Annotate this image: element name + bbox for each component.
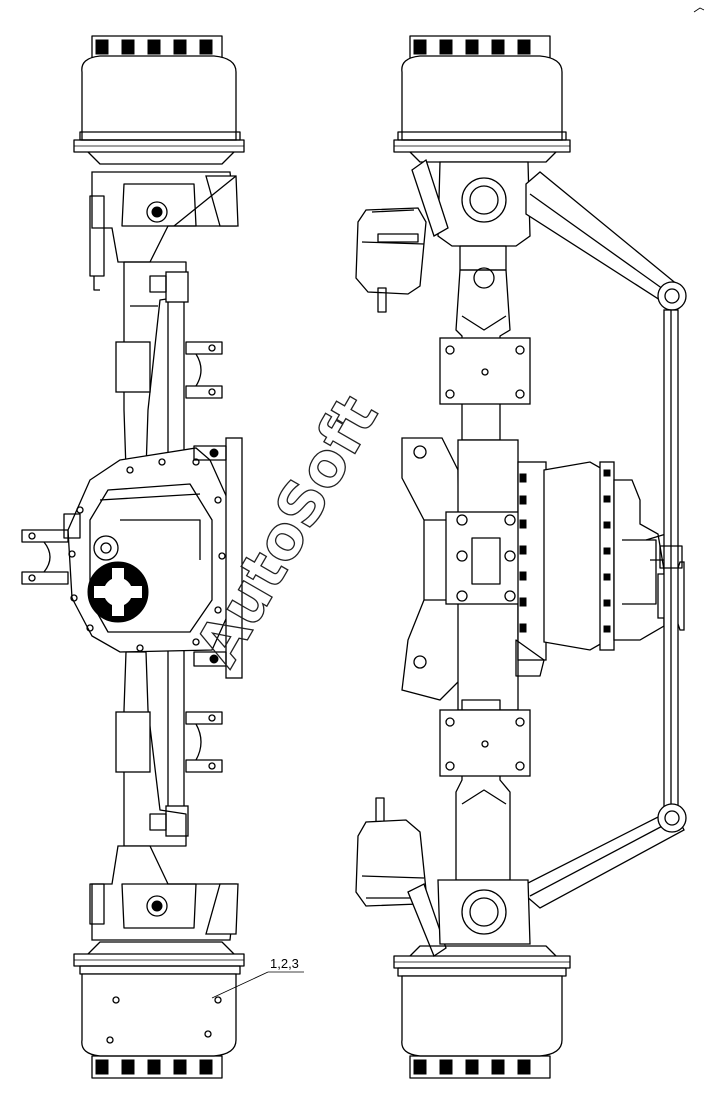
right-bottom-brake-chamber xyxy=(355,797,447,957)
right-upper-spring-pad xyxy=(439,337,531,405)
right-flange-plate xyxy=(515,461,547,677)
right-center-section xyxy=(401,437,527,711)
right-bottom-hub xyxy=(393,945,571,1079)
right-lower-spring-pad xyxy=(439,709,531,777)
callout-leader-line xyxy=(211,971,269,999)
right-top-brake-chamber xyxy=(355,158,449,313)
left-bottom-knuckle xyxy=(89,845,239,941)
left-top-knuckle xyxy=(89,171,239,291)
left-drive-flange xyxy=(87,561,149,623)
right-bottom-knuckle xyxy=(437,879,531,945)
right-top-knuckle xyxy=(437,161,531,289)
right-top-steering-arm xyxy=(525,171,687,311)
left-flange-plate xyxy=(193,437,243,679)
left-tie-rod xyxy=(149,271,189,837)
left-axle-view xyxy=(21,35,245,1079)
right-axle-view xyxy=(355,35,687,1079)
left-bottom-hub xyxy=(73,941,245,1079)
callout-label: 1,2,3 xyxy=(270,956,299,971)
left-side-flange xyxy=(21,513,81,585)
right-retarder-unit xyxy=(543,461,669,651)
part-callout: 1,2,3 xyxy=(211,956,304,999)
left-spring-seat-lower xyxy=(115,711,223,773)
right-bottom-steering-arm xyxy=(525,803,687,909)
left-spring-seat-upper xyxy=(115,341,223,399)
left-top-hub xyxy=(73,35,245,165)
right-top-hub xyxy=(393,35,571,163)
corner-mark xyxy=(693,7,705,13)
